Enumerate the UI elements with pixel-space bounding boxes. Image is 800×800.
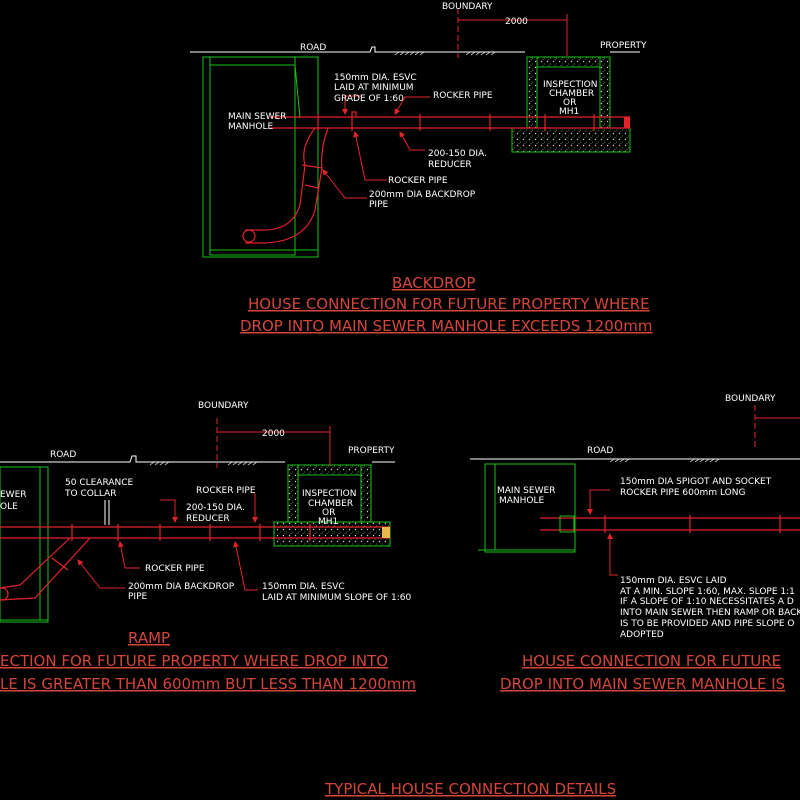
spigot-label-2: ROCKER PIPE 600mm LONG xyxy=(620,488,745,498)
direct-subtitle-2: DROP INTO MAIN SEWER MANHOLE IS xyxy=(500,675,785,693)
direct-main-sewer-label-2: MANHOLE xyxy=(499,496,545,506)
main-sewer-manhole xyxy=(202,56,319,258)
ramp-boundary-label: BOUNDARY xyxy=(198,401,249,411)
ramp-reducer-label: 200-150 DIA. xyxy=(186,503,245,513)
ramp-detail: BOUNDARY 2000 ROAD PROPERTY EWER OLE 50 … xyxy=(0,401,416,693)
direct-esvc-label-2: AT A MIN. SLOPE 1:60, MAX. SLOPE 1:1 xyxy=(620,587,795,597)
ground-hatch-2 xyxy=(149,461,258,466)
esvc-label-2: LAID AT MINIMUM xyxy=(334,83,414,93)
ramp-main-pipe xyxy=(0,500,390,541)
ramp-main-sewer-label-2: OLE xyxy=(0,502,18,512)
main-sewer-label: MAIN SEWER xyxy=(228,112,286,122)
ramp-inspection-chamber xyxy=(273,464,391,547)
direct-main-sewer-label: MAIN SEWER xyxy=(497,486,555,496)
direct-esvc-label-5: IS TO BE PROVIDED AND PIPE SLOPE O xyxy=(620,619,795,629)
esvc-label: 150mm DIA. ESVC xyxy=(334,73,417,83)
ramp-reducer-label-2: REDUCER xyxy=(186,514,230,524)
ramp-subtitle-1: ECTION FOR FUTURE PROPERTY WHERE DROP IN… xyxy=(0,652,388,670)
ramp-backdrop-label: 200mm DIA BACKDROP xyxy=(128,582,235,592)
reducer-label-2: REDUCER xyxy=(428,160,472,170)
spigot-label: 150mm DIA SPIGOT AND SOCKET xyxy=(620,477,772,487)
ground-hatch-3 xyxy=(609,458,720,463)
backdrop-pipe xyxy=(242,127,329,244)
clearance-label-2: TO COLLAR xyxy=(64,489,116,499)
ramp-esvc-label: 150mm DIA. ESVC xyxy=(262,582,345,592)
ramp-esvc-label-2: LAID AT MINIMUM SLOPE OF 1:60 xyxy=(262,593,411,603)
ramp-pipe xyxy=(0,537,91,601)
backdrop-subtitle-2: DROP INTO MAIN SEWER MANHOLE EXCEEDS 120… xyxy=(240,317,653,335)
dimension-label: 2000 xyxy=(505,17,528,27)
road-label: ROAD xyxy=(300,43,326,53)
main-sewer-label-2: MANHOLE xyxy=(228,122,274,132)
rocker-pipe-label: ROCKER PIPE xyxy=(433,91,493,101)
ramp-rocker-pipe-label: ROCKER PIPE xyxy=(196,486,256,496)
ramp-inspection-label-4: MH1 xyxy=(318,517,338,527)
ramp-subtitle-2: LE IS GREATER THAN 600mm BUT LESS THAN 1… xyxy=(0,675,416,693)
ground-hatch xyxy=(394,51,496,56)
direct-road-label: ROAD xyxy=(587,446,613,456)
ramp-property-label: PROPERTY xyxy=(348,446,395,456)
inspection-chamber-label-3: OR xyxy=(563,98,576,108)
property-label: PROPERTY xyxy=(600,41,647,51)
backdrop-title: BACKDROP xyxy=(392,274,475,292)
direct-subtitle-1: HOUSE CONNECTION FOR FUTURE xyxy=(522,652,781,670)
reducer-label: 200-150 DIA. xyxy=(428,149,487,159)
rocker-pipe-label-2: ROCKER PIPE xyxy=(388,176,448,186)
direct-esvc-label-1: 150mm DIA. ESVC LAID xyxy=(620,576,727,586)
ramp-backdrop-label-2: PIPE xyxy=(128,592,148,602)
boundary-label: BOUNDARY xyxy=(442,2,493,12)
direct-esvc-label-6: ADOPTED xyxy=(620,630,664,640)
backdrop-detail: BOUNDARY 2000 ROAD PROPERTY MAIN SEWER M… xyxy=(190,2,653,335)
backdrop-pipe-label: 200mm DIA BACKDROP xyxy=(369,190,476,200)
esvc-label-3: GRADE OF 1:60 xyxy=(334,94,404,104)
inspection-chamber-label-2: CHAMBER xyxy=(549,89,594,99)
ramp-manhole xyxy=(0,466,49,623)
direct-manhole xyxy=(484,463,576,553)
ramp-rocker-pipe-label-2: ROCKER PIPE xyxy=(145,564,205,574)
direct-detail: BOUNDARY ROAD MAIN SEWER MANHOLE 150mm D… xyxy=(470,394,800,693)
ramp-inspection-label: INSPECTION xyxy=(302,489,356,499)
direct-esvc-label-3: IF A SLOPE OF 1:10 NECESSITATES A D xyxy=(620,597,794,607)
backdrop-pipe-label-2: PIPE xyxy=(369,200,389,210)
main-pipe xyxy=(270,111,630,131)
ramp-dimension-label: 2000 xyxy=(262,429,285,439)
inspection-chamber-label-4: MH1 xyxy=(559,107,579,117)
direct-esvc-label-4: INTO MAIN SEWER THEN RAMP OR BACK xyxy=(620,608,800,618)
direct-boundary-label: BOUNDARY xyxy=(725,394,776,404)
sheet-title: TYPICAL HOUSE CONNECTION DETAILS xyxy=(324,780,616,798)
direct-main-pipe xyxy=(540,515,800,533)
ramp-inspection-label-2: CHAMBER xyxy=(308,499,353,509)
inspection-chamber-label: INSPECTION xyxy=(543,80,597,90)
clearance-label: 50 CLEARANCE xyxy=(65,478,134,488)
ramp-road-label: ROAD xyxy=(50,450,76,460)
backdrop-subtitle-1: HOUSE CONNECTION FOR FUTURE PROPERTY WHE… xyxy=(248,295,650,313)
ramp-title: RAMP xyxy=(128,629,170,647)
ramp-main-sewer-label: EWER xyxy=(0,490,27,500)
ramp-inspection-label-3: OR xyxy=(322,508,335,518)
